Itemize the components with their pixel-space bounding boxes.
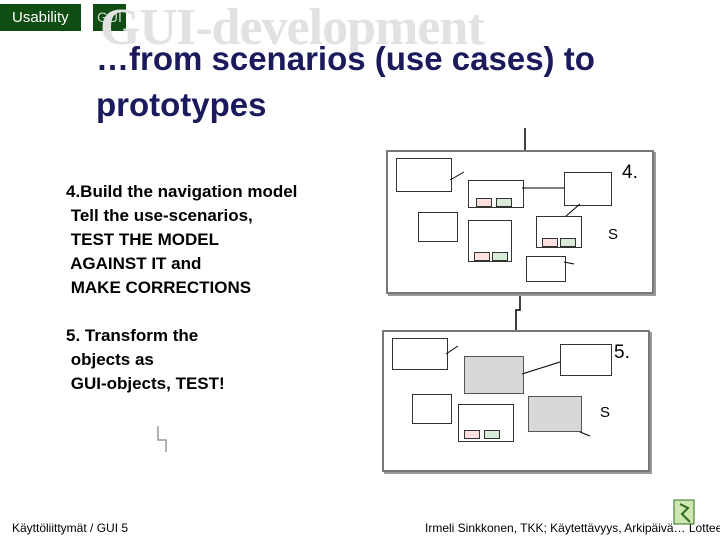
gui-node	[412, 394, 452, 424]
gui-objects-panel: 5. S	[382, 330, 650, 472]
nav-node	[396, 158, 452, 192]
usability-tag: Usability	[0, 4, 81, 31]
nav-node	[418, 212, 458, 242]
footer-right: Irmeli Sinkkonen, TKK; Käytettävyys, Ark…	[425, 521, 720, 535]
gui-node	[392, 338, 448, 370]
green-figure-icon	[672, 498, 698, 533]
chip	[496, 198, 512, 207]
step4-text: 4.Build the navigation model Tell the us…	[66, 182, 298, 297]
nav-node	[564, 172, 612, 206]
step4-label: 4.	[622, 162, 638, 183]
step5-label: 5.	[614, 342, 630, 363]
chip	[476, 198, 492, 207]
step5-text: 5. Transform the objects as GUI-objects,…	[66, 326, 225, 393]
chip	[464, 430, 480, 439]
footer-left: Käyttöliittymät / GUI 5	[12, 521, 129, 535]
chip	[474, 252, 490, 261]
step4-s-label: S	[608, 226, 619, 243]
step5-s-label: S	[600, 404, 611, 421]
chip	[484, 430, 500, 439]
navigation-model-panel: 4. S	[386, 150, 654, 294]
panel4-links	[449, 171, 581, 265]
gui-tag: GUI	[93, 4, 126, 31]
nav-node	[526, 256, 566, 282]
gui-tag-text: GUI	[97, 9, 122, 25]
chip	[542, 238, 558, 247]
chip	[492, 252, 508, 261]
background-title: GUI-development	[100, 0, 485, 56]
slide-title: …from scenarios (use cases) to prototype…	[96, 40, 595, 123]
gui-window	[464, 356, 524, 394]
gui-window	[528, 396, 582, 432]
chip	[560, 238, 576, 247]
panel5-links	[445, 345, 591, 437]
gui-node	[560, 344, 612, 376]
